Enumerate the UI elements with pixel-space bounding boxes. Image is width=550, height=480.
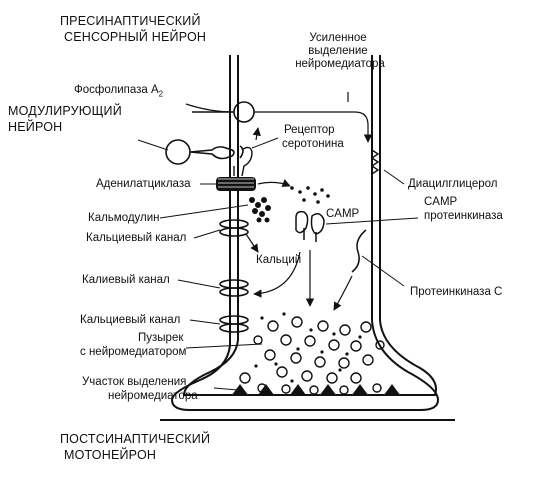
diacylglycerol-zigzag — [370, 149, 380, 175]
title-presynaptic-2: СЕНСОРНЫЙ НЕЙРОН — [64, 30, 207, 44]
title-postsynaptic-2: МОТОНЕЙРОН — [64, 448, 157, 462]
vesicle-cluster — [239, 316, 385, 395]
label-phospholipase: Фосфолипаза А2 — [74, 84, 163, 100]
label-adenylate-cyclase: Аденилатциклаза — [96, 178, 191, 190]
label-enhanced-1: Усиленное — [309, 32, 367, 44]
label-potassium-channel: Калиевый канал — [82, 274, 170, 286]
adenylate-cyclase-block — [216, 177, 256, 191]
pathway-arrows — [185, 92, 373, 311]
label-receptor-2: серотонина — [282, 138, 344, 150]
label-release-site-1: Участок выделения — [82, 376, 187, 388]
label-protein-kinase-c: Протеинкиназа С — [410, 286, 503, 298]
camp-protein-kinase-shape — [295, 210, 325, 242]
label-vesicle-2: с нейромедиатором — [80, 346, 187, 358]
label-phospholipase-text: Фосфолипаза А — [74, 84, 159, 96]
label-diacylglycerol: Диацилглицерол — [408, 178, 498, 190]
label-camp: CAMP — [326, 208, 360, 220]
presynaptic-terminal-outline — [171, 55, 439, 401]
label-vesicle-1: Пузырек — [138, 332, 184, 344]
label-phospholipase-sub: 2 — [158, 89, 164, 99]
transmitter-dots — [254, 312, 362, 383]
title-modulating-1: МОДУЛИРУЮЩИЙ — [8, 104, 122, 118]
title-postsynaptic-1: ПОСТСИНАПТИЧЕСКИЙ — [60, 432, 211, 446]
calcium-channel-lower — [219, 315, 249, 333]
modulating-neuron-lower — [165, 139, 244, 165]
postsynaptic-membrane — [160, 399, 455, 421]
camp-dots — [290, 186, 330, 204]
label-calcium-channel-lower: Кальциевый канал — [80, 314, 181, 326]
label-receptor-1: Рецептор — [284, 124, 335, 136]
calcium-channel-upper — [219, 219, 249, 237]
label-enhanced-2: выделение — [308, 45, 368, 57]
label-calcium-channel-upper: Кальциевый канал — [86, 232, 187, 244]
leader-lines — [137, 137, 419, 391]
label-camp-kinase-1: CAMP — [424, 196, 458, 208]
label-release-site-2: нейромедиатора — [108, 390, 198, 402]
label-calmodulin: Кальмодулин — [88, 212, 160, 224]
label-camp-kinase-2: протеинкиназа — [424, 210, 503, 222]
potassium-channel — [219, 279, 249, 297]
title-modulating-2: НЕЙРОН — [8, 120, 63, 134]
receptor-shape — [233, 146, 253, 177]
label-enhanced-3: нейромедиатора — [295, 58, 385, 70]
calmodulin-cluster — [249, 197, 271, 223]
protein-kinase-c-shape — [351, 229, 367, 273]
title-presynaptic-1: ПРЕСИНАПТИЧЕСКИЙ — [60, 14, 201, 28]
label-calcium: Кальций — [256, 254, 302, 266]
